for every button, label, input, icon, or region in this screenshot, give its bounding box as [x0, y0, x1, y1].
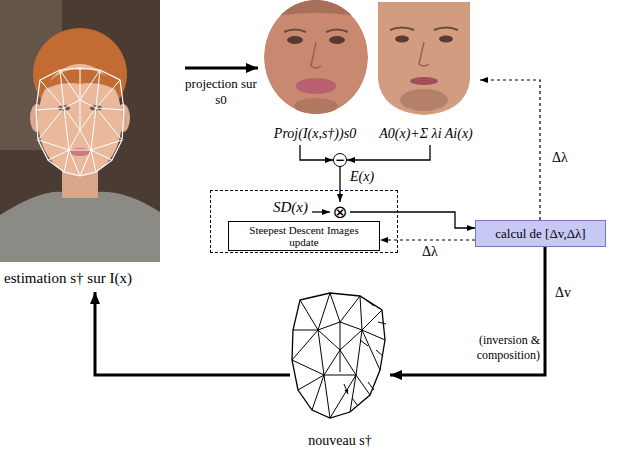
eye: [329, 36, 345, 44]
product-operator: ⊗: [330, 202, 350, 222]
displacement-arrows: [344, 300, 386, 406]
connector: [380, 239, 475, 240]
input-photo: estimation s† sur I(x): [0, 0, 185, 292]
new-shape: nouveau s†: [290, 290, 390, 452]
connector: [347, 145, 430, 160]
chin: [294, 98, 338, 114]
mouth: [410, 77, 438, 85]
eye: [395, 36, 409, 43]
edge-label: Δλ: [550, 150, 570, 166]
connector: [339, 167, 340, 202]
connector: [300, 145, 333, 160]
minus-operator-text: −: [335, 154, 345, 166]
mesh-lines: [36, 68, 124, 176]
compute-box-text: calcul de [Δv,Δλ]: [495, 226, 585, 242]
brow: [390, 28, 414, 31]
brow: [434, 28, 458, 31]
mesh-outline: [36, 68, 124, 176]
projected-face-image: [264, 0, 368, 114]
mouth: [69, 148, 91, 156]
sd-group: SD(x) Steepest Descent Images update⊗: [210, 190, 398, 253]
connector: [480, 80, 540, 220]
connector: [390, 247, 545, 375]
brow: [326, 30, 348, 33]
brow: [284, 30, 306, 33]
edge-label: projection sur s0: [178, 76, 264, 108]
edge-label: Δλ: [420, 244, 440, 260]
edge-label: E(x): [348, 169, 376, 185]
new-shape-text: nouveau s†: [308, 433, 371, 449]
model-appearance-text: A0(x)+Σ λi Ai(x): [379, 126, 473, 142]
eye: [287, 36, 303, 44]
input-photo: [0, 0, 160, 262]
update-box: Steepest Descent Images update: [228, 221, 380, 251]
note-label: (inversion & composition): [458, 333, 540, 363]
face: [264, 0, 368, 114]
minus-operator: −: [333, 153, 347, 167]
face: [378, 2, 470, 115]
edge-label: Δv: [553, 285, 573, 301]
mouth: [296, 78, 336, 94]
connector: [95, 292, 290, 375]
sweater: [0, 192, 160, 262]
forehead-shade: [264, 0, 368, 18]
photo-ground: [0, 0, 160, 262]
nose: [311, 42, 321, 68]
model-appearance: A0(x)+Σ λi Ai(x): [372, 0, 480, 145]
projected-face: Proj(I(x,s†))s0: [258, 0, 372, 145]
nose: [419, 42, 429, 66]
input-photo-text: estimation s† sur I(x): [4, 270, 132, 287]
mesh-outline: [292, 293, 385, 418]
connector: [185, 67, 258, 70]
beard: [400, 89, 448, 111]
update-box-text: Steepest Descent Images update: [235, 224, 373, 248]
mesh-lines: [292, 293, 385, 418]
connector: [312, 211, 330, 212]
model-face-image: [378, 2, 470, 115]
projected-face-text: Proj(I(x,s†))s0: [274, 126, 356, 142]
compute-box: calcul de [Δv,Δλ]: [475, 220, 606, 247]
eye: [439, 36, 453, 43]
product-operator-text: ⊗: [332, 202, 347, 222]
new-shape-mesh: [292, 293, 386, 418]
sd-group-text: SD(x): [273, 199, 308, 216]
